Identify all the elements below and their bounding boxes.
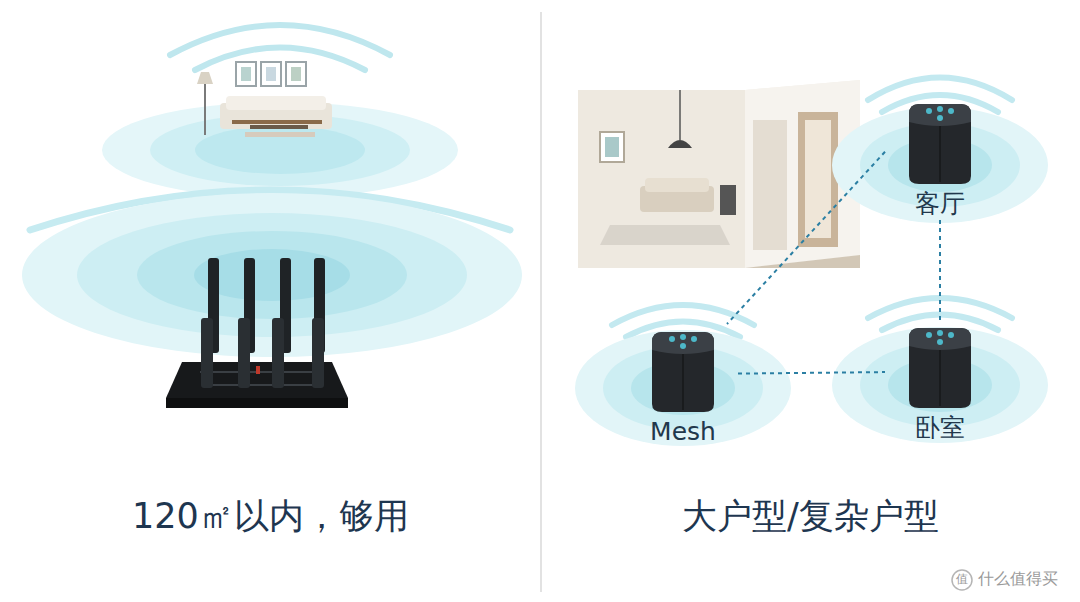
mesh-node: Mesh [628,324,738,448]
dashed-link [738,372,885,374]
node-label: Mesh [650,416,716,448]
mesh-router-icon [905,96,975,188]
node-label: 客厅 [915,188,965,220]
node-label: 卧室 [915,412,965,444]
dashed-link [727,152,885,324]
mesh-node: 卧室 [885,320,995,444]
watermark-icon: 值 [956,571,968,587]
dashed-link [939,220,941,320]
caption-right: 大户型/复杂户型 [682,494,939,538]
caption-left: 120㎡以内，够用 [132,494,409,538]
watermark-text: 什么值得买 [978,569,1058,589]
mesh-node: 客厅 [885,96,995,220]
mesh-router-icon [905,320,975,412]
mesh-router-icon [648,324,718,416]
